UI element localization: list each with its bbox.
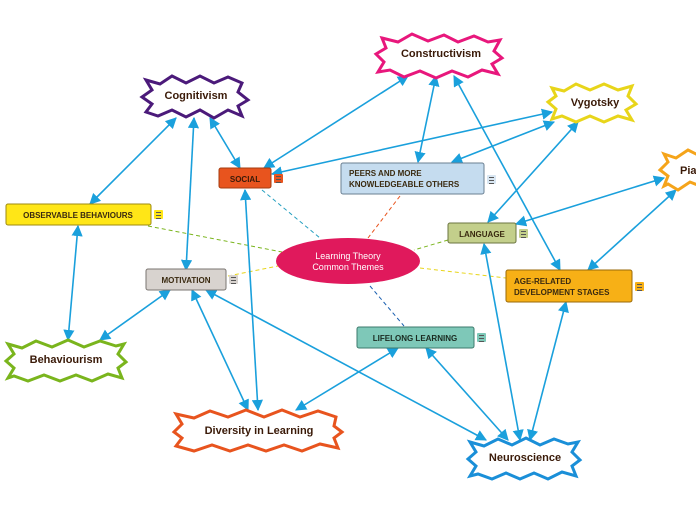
note-icon-peers[interactable] — [487, 175, 496, 184]
arrow-lifelong-neuroscience[interactable] — [425, 347, 509, 441]
central-topic-line1: Learning Theory — [315, 251, 381, 261]
vygotsky-label: Vygotsky — [571, 97, 620, 109]
neuroscience-burst — [465, 436, 583, 481]
arrow-peers-vygotsky[interactable] — [450, 120, 556, 164]
theory-piaget[interactable]: Pia — [657, 148, 696, 192]
cognitivism-burst — [139, 74, 251, 120]
theory-constructivism[interactable]: Constructivism — [373, 32, 505, 80]
theory-cognitivism[interactable]: Cognitivism — [139, 74, 251, 120]
theme-motivation[interactable]: MOTIVATION — [145, 268, 227, 291]
arrow-cognitivism-observable[interactable] — [89, 117, 177, 205]
cognitivism-label: Cognitivism — [165, 90, 228, 102]
theme-language-label: LANGUAGE — [459, 230, 505, 239]
note-icon-language[interactable] — [519, 229, 528, 238]
theme-lifelong-box — [356, 326, 475, 349]
theme-language[interactable]: LANGUAGE — [447, 222, 517, 244]
behaviourism-label: Behaviourism — [30, 354, 103, 366]
connector-lifelong — [369, 285, 405, 327]
theme-peers[interactable]: PEERS AND MORE KNOWLEDGEABLE OTHERS — [340, 162, 485, 195]
note-icon-lifelong[interactable] — [477, 333, 486, 342]
theme-age-box — [505, 269, 633, 303]
arrow-social-diversity[interactable] — [240, 188, 263, 412]
arrow-cognitivism-motivation[interactable] — [180, 116, 200, 272]
theme-peers-line1: PEERS AND MORE — [349, 169, 422, 178]
central-topic-shape — [276, 238, 420, 284]
note-icon-age[interactable] — [635, 282, 644, 291]
arrow-lifelong-diversity[interactable] — [295, 347, 399, 411]
diversity-burst — [171, 408, 345, 453]
note-icon-motivation[interactable] — [229, 275, 238, 284]
arrow-piaget-language[interactable] — [514, 175, 666, 227]
connector-peers — [367, 195, 401, 239]
neuroscience-label: Neuroscience — [489, 452, 561, 464]
theme-age[interactable]: AGE-RELATED DEVELOPMENT STAGES — [505, 269, 633, 303]
theme-observable[interactable]: OBSERVABLE BEHAVIOURS — [5, 203, 152, 226]
vygotsky-burst — [545, 82, 639, 124]
theme-observable-label: OBSERVABLE BEHAVIOURS — [23, 211, 133, 220]
connector-observable — [147, 225, 283, 253]
arrow-vygotsky-language[interactable] — [487, 121, 579, 223]
theory-diversity[interactable]: Diversity in Learning — [171, 408, 345, 453]
arrow-language-neuroscience[interactable] — [480, 242, 524, 442]
diversity-label: Diversity in Learning — [205, 425, 314, 437]
arrow-peers-constructivism[interactable] — [414, 74, 440, 164]
theory-neuroscience[interactable]: Neuroscience — [465, 436, 583, 481]
theme-peers-line2: KNOWLEDGEABLE OTHERS — [349, 180, 460, 189]
theory-vygotsky[interactable]: Vygotsky — [545, 82, 639, 124]
theme-social[interactable]: SOCIAL — [218, 167, 272, 189]
theme-lifelong-label: LIFELONG LEARNING — [373, 334, 457, 343]
connector-age — [419, 267, 507, 279]
arrow-motivation-behaviourism[interactable] — [99, 289, 171, 341]
arrow-age-neuroscience[interactable] — [527, 300, 569, 442]
theory-behaviourism[interactable]: Behaviourism — [3, 338, 129, 383]
arrow-observable-behaviourism[interactable] — [63, 224, 83, 342]
theme-lifelong[interactable]: LIFELONG LEARNING — [356, 326, 475, 349]
note-icon-observable[interactable] — [154, 210, 163, 219]
connector-language — [413, 239, 449, 251]
arrow-piaget-age[interactable] — [587, 189, 677, 271]
theme-social-box — [218, 167, 272, 189]
piaget-burst — [657, 148, 696, 192]
arrow-social-cognitivism[interactable] — [209, 117, 241, 169]
piaget-label: Pia — [680, 165, 696, 177]
theme-motivation-box — [145, 268, 227, 291]
relationship-arrows — [63, 74, 677, 442]
central-topic-line2: Common Themes — [312, 262, 384, 272]
theme-motivation-label: MOTIVATION — [161, 276, 210, 285]
theme-social-label: SOCIAL — [230, 175, 260, 184]
arrow-social-constructivism[interactable] — [263, 75, 409, 169]
connector-social — [261, 189, 321, 239]
constructivism-label: Constructivism — [401, 48, 481, 60]
central-topic[interactable]: Learning Theory Common Themes — [276, 238, 420, 284]
behaviourism-burst — [3, 338, 129, 383]
theme-peers-box — [340, 162, 485, 195]
note-icon-social[interactable] — [274, 174, 283, 183]
connector-motivation — [227, 265, 279, 277]
theme-age-line1: AGE-RELATED — [514, 277, 571, 286]
constructivism-burst — [373, 32, 505, 80]
theme-language-box — [447, 222, 517, 244]
theme-age-line2: DEVELOPMENT STAGES — [514, 288, 610, 297]
theme-observable-box — [5, 203, 152, 226]
